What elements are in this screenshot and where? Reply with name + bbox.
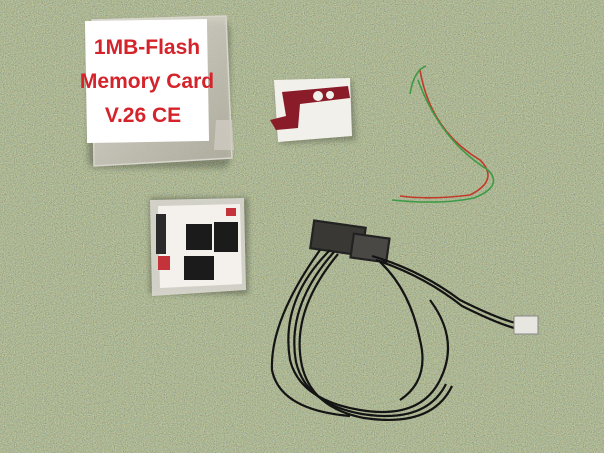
ribbon-cable	[270, 219, 539, 422]
loose-wires	[391, 65, 495, 203]
sticker-card	[270, 78, 356, 144]
modchip-board	[150, 198, 248, 296]
card-label-line2: Memory Card	[80, 70, 214, 93]
card-label-line1: 1MB-Flash	[94, 36, 200, 59]
memory-card-package: 1MB-Flash Memory Card V.26 CE	[80, 15, 234, 168]
card-label	[84, 18, 210, 144]
card-label-line3: V.26 CE	[105, 104, 181, 127]
